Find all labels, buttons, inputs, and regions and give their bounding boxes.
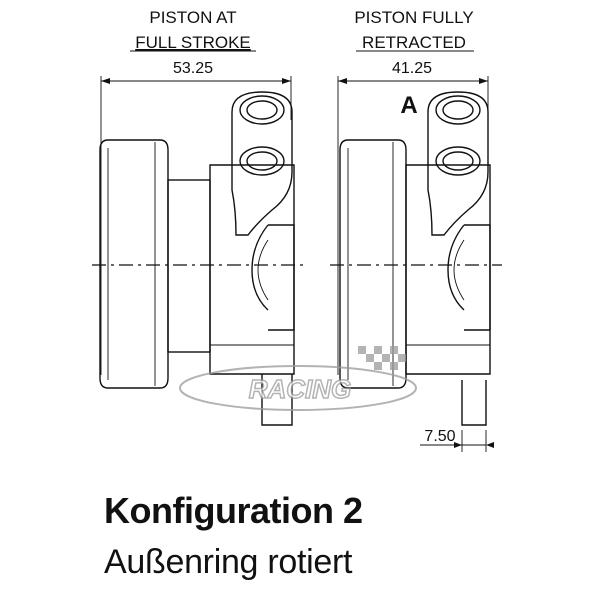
left-ear-hole-lower <box>239 146 285 176</box>
caption-title: Konfiguration 2 <box>104 490 363 531</box>
left-dimension-value: 53.25 <box>173 60 213 77</box>
right-mount-ear <box>427 91 489 236</box>
left-curved-seat-inner <box>257 239 269 301</box>
right-inner-cavity <box>464 224 491 331</box>
right-dim-arrow-start <box>338 78 347 84</box>
right-dim-arrow-end <box>479 78 488 84</box>
left-dim-arrow-end <box>282 78 291 84</box>
watermark-logo: RACING <box>179 346 417 411</box>
right-ear-hole-lower <box>435 146 481 176</box>
right-label-line2: RETRACTED <box>362 33 466 52</box>
checkered-flag-icon <box>358 346 406 370</box>
small-dimension-value: 7.50 <box>424 428 455 445</box>
left-label-line2: FULL STROKE <box>135 33 251 52</box>
right-ear-hole-upper-inner <box>442 100 474 120</box>
left-view: PISTON AT FULL STROKE 53.25 <box>92 8 304 426</box>
left-ear-hole-lower-inner <box>246 151 278 171</box>
right-dimension-value: 41.25 <box>392 60 432 77</box>
left-body-block <box>167 179 211 353</box>
left-lower-tab <box>261 374 293 426</box>
left-main-housing <box>209 164 295 375</box>
watermark-swoosh <box>179 365 417 411</box>
marker-a: A <box>400 92 417 119</box>
right-label-line1: PISTON FULLY <box>354 8 473 27</box>
small-dim-arrow-b <box>486 442 494 448</box>
right-ear-hole-lower-inner <box>442 151 474 171</box>
left-dim-arrow-start <box>101 78 110 84</box>
left-mount-ear <box>231 91 293 236</box>
left-ear-hole-upper-inner <box>246 100 278 120</box>
right-curved-seat <box>447 224 465 311</box>
right-curved-seat-inner <box>453 239 465 301</box>
right-view: PISTON FULLY RETRACTED 41.25 A <box>330 8 502 452</box>
right-outer-ring <box>339 139 407 389</box>
left-curved-seat <box>251 224 269 311</box>
small-dim-arrow-a <box>454 442 462 448</box>
right-lower-tab <box>461 380 487 426</box>
right-main-housing <box>405 164 491 375</box>
left-ear-hole-upper <box>239 95 285 125</box>
right-ear-hole-upper <box>435 95 481 125</box>
caption-subtitle: Außenring rotiert <box>104 543 353 581</box>
left-inner-cavity <box>268 224 295 331</box>
watermark-text: RACING <box>249 374 352 404</box>
left-label-line1: PISTON AT <box>149 8 236 27</box>
left-outer-ring <box>99 139 169 389</box>
